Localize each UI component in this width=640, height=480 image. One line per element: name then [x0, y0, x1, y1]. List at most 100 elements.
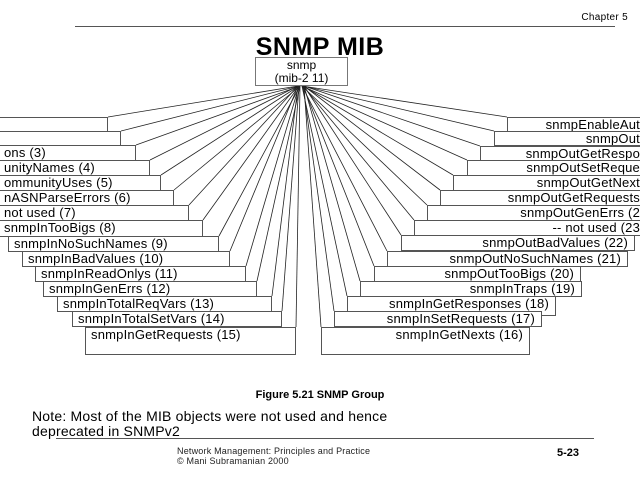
note-line-1: Note: Most of the MIB objects were not u…	[32, 408, 388, 424]
left-mib-node: snmpInTotalReqVars (13)	[57, 296, 272, 312]
chapter-label: Chapter 5	[581, 12, 628, 23]
connector-line	[301, 85, 428, 206]
connector-line	[271, 85, 299, 297]
connector-line	[303, 85, 441, 191]
right-mib-node: snmpInTraps (19)	[360, 281, 582, 297]
right-mib-node: snmpOutGetRespo	[480, 146, 640, 161]
left-mib-node: ommunityUses (5)	[0, 175, 161, 191]
right-mib-node: snmpInGetNexts (16)	[321, 327, 530, 355]
left-mib-node-label: snmpInGenErrs (12)	[49, 281, 171, 296]
right-mib-node-label: snmpOutGetNext	[536, 175, 640, 190]
connector-line	[281, 85, 300, 312]
connector-line	[202, 85, 300, 221]
right-mib-node-label: snmpEnableAut	[545, 117, 640, 132]
left-mib-node-label: snmpInBadValues (10)	[28, 251, 164, 266]
connector-line	[301, 85, 508, 118]
left-mib-node-label: unityNames (4)	[4, 160, 95, 175]
connector-line	[218, 85, 301, 237]
right-mib-node: snmpOutSetReque	[467, 160, 640, 176]
left-mib-node-label: snmpInGetRequests (15)	[91, 327, 241, 342]
left-mib-node: nASNParseErrors (6)	[0, 190, 174, 206]
right-mib-node-label: snmpOut	[585, 131, 640, 146]
left-mib-node: snmpInGetRequests (15)	[85, 327, 296, 355]
connector-line	[295, 85, 301, 328]
root-node-name: snmp	[286, 58, 317, 72]
right-mib-node-label: snmpOutGetRespo	[525, 146, 640, 161]
left-mib-node-label: snmpInTotalReqVars (13)	[63, 296, 215, 311]
right-mib-node-label: snmpInTraps (19)	[469, 281, 575, 296]
left-mib-node-label: not used (7)	[4, 205, 76, 220]
footer-copyright: © Mani Subramanian 2000	[177, 456, 289, 466]
connector-line	[303, 85, 402, 236]
note-line-2: deprecated in SNMPv2	[32, 423, 180, 439]
left-mib-node-label: snmpInTotalSetVars (14)	[78, 311, 225, 326]
left-mib-node-label: snmpInTooBigs (8)	[4, 220, 116, 235]
connector-line	[302, 85, 454, 176]
connector-line	[173, 85, 301, 191]
left-mib-node-label: snmpInReadOnlys (11)	[41, 266, 178, 281]
left-mib-node	[0, 131, 121, 146]
left-mib-node: snmpInReadOnlys (11)	[35, 266, 246, 282]
connector-line	[301, 85, 388, 252]
connector-line	[229, 85, 299, 252]
right-mib-node-label: snmpOutBadValues (22)	[482, 235, 628, 250]
right-mib-node: snmpInSetRequests (17)	[334, 311, 542, 327]
left-mib-node-label: nASNParseErrors (6)	[4, 190, 131, 205]
root-node-oid: (mib-2 11)	[274, 71, 329, 85]
footer-book-title: Network Management: Principles and Pract…	[177, 446, 371, 456]
connector-line	[301, 85, 348, 297]
figure-caption: Figure 5.21 SNMP Group	[255, 389, 385, 401]
note-text: Note: Most of the MIB objects were not u…	[32, 409, 387, 439]
left-mib-node: snmpInTotalSetVars (14)	[72, 311, 282, 327]
right-mib-node-label: -- not used (23	[552, 220, 640, 235]
slide-title: SNMP MIB	[255, 33, 385, 61]
left-mib-node: not used (7)	[0, 205, 189, 221]
connector-line	[256, 85, 301, 282]
left-mib-node: snmpInNoSuchNames (9)	[8, 236, 219, 252]
connector-line	[149, 85, 299, 161]
footer-text: Network Management: Principles and Pract…	[177, 446, 370, 466]
right-mib-node: snmpEnableAut	[507, 117, 640, 132]
left-mib-node: unityNames (4)	[0, 160, 150, 176]
right-mib-node-label: snmpOutGenErrs (2	[520, 205, 640, 220]
left-mib-node-label: snmpInNoSuchNames (9)	[14, 236, 168, 251]
connector-line	[135, 85, 301, 146]
right-mib-node-label: snmpInGetResponses (18)	[389, 296, 549, 311]
connector-line	[302, 85, 335, 312]
left-mib-node	[0, 117, 108, 132]
right-mib-node-label: snmpOutSetReque	[526, 160, 640, 175]
connector-line	[120, 85, 300, 132]
connector-line	[302, 85, 375, 267]
connector-line	[303, 85, 322, 328]
right-mib-node: snmpOutGetNext	[453, 175, 640, 191]
left-mib-node: snmpInBadValues (10)	[22, 251, 230, 267]
right-mib-node: -- not used (23	[414, 220, 640, 236]
left-mib-node-label: ons (3)	[4, 145, 46, 160]
right-mib-node-label: snmpInSetRequests (17)	[386, 311, 535, 326]
connector-line	[303, 85, 361, 282]
right-mib-node: snmpOutNoSuchNames (21)	[387, 251, 628, 267]
right-mib-node-label: snmpInGetNexts (16)	[395, 327, 523, 342]
connector-line	[245, 85, 300, 267]
page-number: 5-23	[557, 447, 580, 459]
left-mib-node: snmpInTooBigs (8)	[0, 220, 203, 237]
connector-line	[303, 85, 481, 147]
left-mib-node: ons (3)	[0, 145, 136, 161]
left-mib-node-label: ommunityUses (5)	[4, 175, 113, 190]
right-mib-node: snmpOutTooBigs (20)	[374, 266, 581, 282]
connector-line	[302, 85, 495, 132]
right-mib-node-label: snmpOutGetRequests	[507, 190, 640, 205]
right-mib-node-label: snmpOutNoSuchNames (21)	[449, 251, 621, 266]
right-mib-node: snmpOutGetRequests	[440, 190, 640, 206]
connector-line	[302, 85, 415, 221]
right-mib-node: snmpOutBadValues (22)	[401, 235, 635, 251]
header-rule	[75, 26, 615, 27]
left-mib-node: snmpInGenErrs (12)	[43, 281, 257, 297]
footer-rule	[56, 438, 594, 439]
right-mib-node-label: snmpOutTooBigs (20)	[444, 266, 574, 281]
root-node-snmp: snmp (mib-2 11)	[255, 57, 348, 86]
connector-line	[188, 85, 299, 206]
right-mib-node: snmpOut	[494, 131, 640, 146]
connector-line	[160, 85, 300, 176]
